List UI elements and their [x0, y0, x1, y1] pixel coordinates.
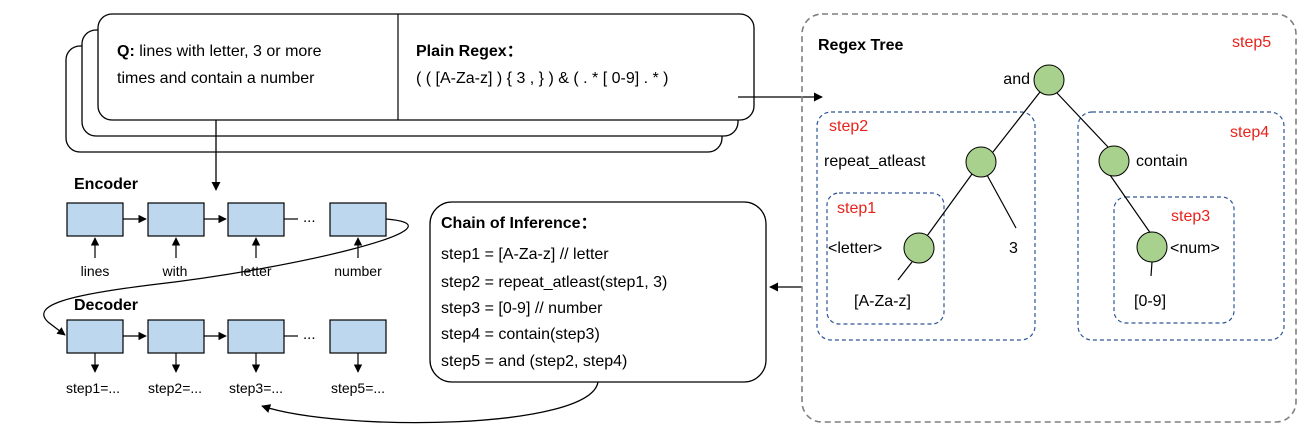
decoder-output-label: step1=...	[66, 380, 120, 396]
tree-label-letter: <letter>	[828, 240, 882, 257]
tree-label-contain: contain	[1136, 153, 1188, 170]
decoder-output-label: step5=...	[331, 380, 385, 396]
decoder-output-label: step2=...	[148, 380, 202, 396]
decoder-output-label: step3=...	[229, 380, 283, 396]
tree-label-and: and	[1003, 71, 1030, 88]
chain-step: step3 = [0-9] // number	[441, 300, 603, 317]
step3-dashed-box	[1113, 196, 1235, 324]
step2-dashed-box	[816, 111, 1036, 341]
chain-step: step2 = repeat_atleast(step1, 3)	[441, 274, 667, 291]
query-text-line1: Q: lines with letter, 3 or more	[117, 43, 322, 60]
chain-step: step1 = [A-Za-z] // letter	[441, 246, 609, 263]
decoder-cell-4	[329, 319, 387, 354]
query-card-stack: Q: lines with letter, 3 or more times an…	[65, 13, 755, 153]
tree-node-and	[1033, 64, 1065, 96]
tree-label-az: [A-Za-z]	[854, 293, 911, 310]
encoder-input-label: lines	[81, 263, 110, 279]
encoder-input-label: number	[334, 263, 382, 279]
tree-label-repeat: repeat_atleast	[824, 153, 926, 170]
encoder-cell-2	[147, 202, 205, 237]
tree-node-letter	[903, 232, 935, 264]
encoder-input-label: with	[162, 263, 188, 279]
encoder-cell-3	[227, 202, 285, 237]
chain-title: Chain of Inference：	[441, 215, 597, 232]
tree-edge	[926, 173, 973, 237]
encoder-cell-4	[329, 202, 387, 237]
decoder-title: Decoder	[74, 297, 138, 314]
tree-title: Regex Tree	[818, 37, 903, 54]
tree-outer-dashed-box	[801, 13, 1297, 423]
step2-label: step2	[829, 118, 868, 135]
encoder-ellipsis: ...	[303, 209, 316, 226]
step1-label: step1	[837, 200, 876, 217]
regex-tree: Regex Tree step5 step2 step1 step4 step3…	[801, 13, 1297, 423]
decoder-ellipsis: ...	[303, 326, 316, 343]
tree-node-contain	[1098, 145, 1130, 177]
step1-dashed-box	[826, 192, 945, 325]
encoder-input-label: letter	[240, 263, 271, 279]
tree-edge	[897, 261, 913, 281]
step3-label: step3	[1171, 208, 1210, 225]
tree-node-repeat	[965, 146, 997, 178]
chain-step: step5 = and (step2, step4)	[441, 353, 627, 370]
regex-value: ( ( [A-Za-z] ) { 3 , } ) & ( . * [ 0-9] …	[416, 70, 669, 87]
tree-label-three: 3	[1009, 240, 1018, 257]
tree-edge	[1056, 92, 1109, 148]
tree-label-num: <num>	[1170, 240, 1220, 257]
step4-dashed-box	[1077, 111, 1285, 341]
encoder-cell-1	[66, 202, 124, 237]
query-card-front	[97, 13, 755, 121]
chain-of-inference: Chain of Inference： step1 = [A-Za-z] // …	[429, 201, 767, 383]
step4-label: step4	[1230, 124, 1269, 141]
query-text-line2: times and contain a number	[117, 70, 315, 87]
regex-title: Plain Regex：	[416, 43, 523, 60]
tree-edge	[1150, 261, 1153, 277]
chain-step: step4 = contain(step3)	[441, 326, 600, 343]
step5-label: step5	[1232, 34, 1271, 51]
query-prefix: Q:	[117, 43, 135, 60]
chain-to-decoder-curve	[261, 381, 599, 424]
decoder-cell-1	[66, 319, 124, 354]
encoder-title: Encoder	[74, 176, 138, 193]
decoder-cell-3	[227, 319, 285, 354]
tree-label-digits: [0-9]	[1134, 293, 1166, 310]
encoder-to-decoder-curve	[43, 218, 409, 336]
tree-node-num	[1136, 231, 1168, 263]
tree-edge	[992, 91, 1041, 153]
encoder: Encoder ... lines with letter number	[66, 176, 387, 279]
query-line1-body: lines with letter, 3 or more	[135, 43, 322, 60]
tree-edge	[986, 174, 1017, 229]
decoder-cell-2	[147, 319, 205, 354]
tree-edge	[1109, 174, 1152, 235]
decoder: Decoder ... step1=... step2=... step3=..…	[66, 297, 387, 396]
